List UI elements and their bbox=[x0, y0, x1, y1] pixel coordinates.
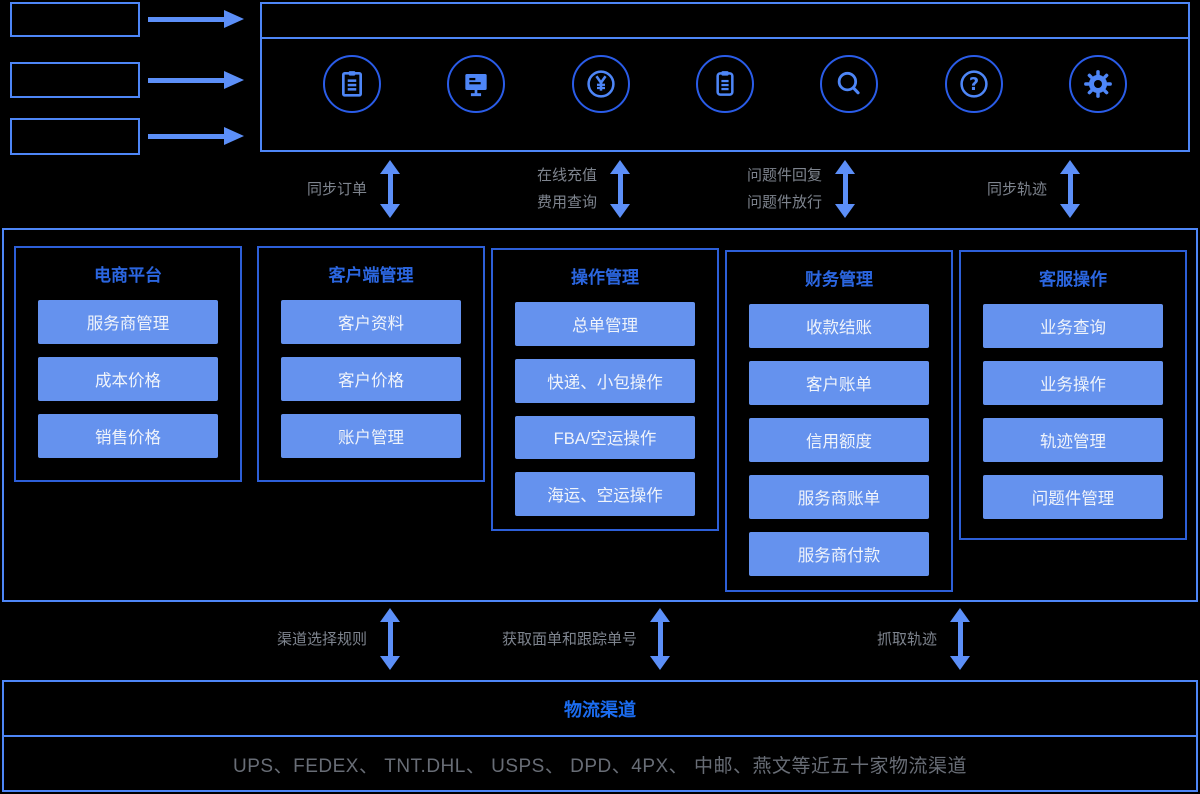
platform-box: ? bbox=[260, 2, 1190, 152]
help-icon: ? bbox=[944, 55, 1003, 113]
double-arrow-icon bbox=[607, 160, 633, 218]
module-item: 轨迹管理 bbox=[983, 418, 1163, 462]
link-label-line: 同步订单 bbox=[306, 180, 367, 198]
source-box-2 bbox=[10, 62, 140, 98]
flow-arrow-2 bbox=[148, 71, 244, 89]
link-label: 抓取轨迹 bbox=[877, 626, 937, 653]
platform-icon-row: ? bbox=[262, 55, 1188, 136]
module-title: 客户端管理 bbox=[328, 266, 414, 285]
module-item: 业务操作 bbox=[983, 361, 1163, 405]
module-item: 服务商付款 bbox=[749, 532, 929, 576]
module-item: 客户账单 bbox=[749, 361, 929, 405]
platform-title bbox=[262, 4, 1188, 39]
platform-feature-terminal bbox=[414, 55, 538, 136]
logistics-channels-box: 物流渠道 UPS、FEDEX、 TNT.DHL、 USPS、 DPD、4PX、 … bbox=[2, 680, 1198, 792]
management-box: 电商平台 服务商管理 成本价格 销售价格 客户端管理 客户资料 客户价格 账户管… bbox=[2, 228, 1198, 602]
module-item: 快递、小包操作 bbox=[515, 358, 695, 403]
link-labels-tracking-numbers: 获取面单和跟踪单号 bbox=[502, 608, 673, 670]
module-item: 销售价格 bbox=[38, 414, 218, 458]
monitor-icon bbox=[447, 55, 506, 113]
platform-feature-help: ? bbox=[911, 55, 1035, 136]
module-customer-service: 客服操作 业务查询 业务操作 轨迹管理 问题件管理 bbox=[959, 250, 1187, 540]
module-item: 信用额度 bbox=[749, 418, 929, 462]
clipboard-icon bbox=[695, 55, 754, 113]
module-title: 客服操作 bbox=[1039, 270, 1107, 289]
module-item: 客户资料 bbox=[281, 300, 461, 344]
double-arrow-icon bbox=[1057, 160, 1083, 218]
module-item: 成本价格 bbox=[38, 357, 218, 401]
link-label-line: 问题件回复 bbox=[746, 167, 822, 184]
link-label-line: 渠道选择规则 bbox=[276, 630, 367, 648]
link-label-line: 费用查询 bbox=[536, 194, 597, 211]
currency-yuan-icon bbox=[571, 55, 630, 113]
module-item: 账户管理 bbox=[281, 414, 461, 458]
double-arrow-icon bbox=[947, 608, 973, 670]
module-item: 问题件管理 bbox=[983, 475, 1163, 519]
double-arrow-icon bbox=[832, 160, 858, 218]
link-recharge-fees: 在线充值 费用查询 bbox=[537, 160, 633, 218]
double-arrow-icon bbox=[377, 160, 403, 218]
search-icon bbox=[820, 55, 879, 113]
svg-text:?: ? bbox=[969, 75, 979, 95]
module-item: 服务商账单 bbox=[749, 475, 929, 519]
platform-feature-search bbox=[787, 55, 911, 136]
logistics-channels-title: 物流渠道 bbox=[4, 682, 1196, 737]
source-box-3 bbox=[10, 118, 140, 155]
link-label: 在线充值 费用查询 bbox=[537, 162, 597, 216]
link-label: 问题件回复 问题件放行 bbox=[747, 162, 822, 216]
link-label-line: 在线充值 bbox=[536, 167, 597, 184]
platform-feature-problem-items bbox=[663, 55, 787, 136]
link-sync-tracking: 同步轨迹 bbox=[987, 160, 1083, 218]
module-title: 财务管理 bbox=[805, 270, 873, 289]
link-label: 同步订单 bbox=[307, 176, 367, 203]
module-item: 海运、空运操作 bbox=[515, 472, 695, 516]
link-label: 同步轨迹 bbox=[987, 176, 1047, 203]
module-title: 操作管理 bbox=[571, 268, 639, 287]
module-ecommerce-platform: 电商平台 服务商管理 成本价格 销售价格 bbox=[14, 246, 242, 482]
link-label-line: 同步轨迹 bbox=[986, 180, 1047, 198]
source-box-1 bbox=[10, 2, 140, 37]
link-label: 渠道选择规则 bbox=[277, 626, 367, 653]
flow-arrow-3 bbox=[148, 127, 244, 145]
order-document-icon bbox=[323, 55, 382, 113]
link-fetch-tracking: 抓取轨迹 bbox=[877, 608, 973, 670]
link-channel-rules: 渠道选择规则 bbox=[277, 608, 403, 670]
module-title: 电商平台 bbox=[94, 266, 162, 285]
module-item: 收款结账 bbox=[749, 304, 929, 348]
module-item: 服务商管理 bbox=[38, 300, 218, 344]
arrow-shaft bbox=[148, 77, 224, 83]
platform-feature-recharge bbox=[539, 55, 663, 136]
link-label-line: 抓取轨迹 bbox=[876, 630, 937, 648]
module-item: 业务查询 bbox=[983, 304, 1163, 348]
module-item: 客户价格 bbox=[281, 357, 461, 401]
arrow-shaft bbox=[148, 133, 224, 139]
arrow-head bbox=[224, 71, 244, 89]
flow-arrow-1 bbox=[148, 10, 244, 28]
link-label: 获取面单和跟踪单号 bbox=[502, 626, 637, 653]
module-client-management: 客户端管理 客户资料 客户价格 账户管理 bbox=[257, 246, 485, 482]
double-arrow-icon bbox=[377, 608, 403, 670]
link-sync-orders: 同步订单 bbox=[307, 160, 403, 218]
link-problem-items: 问题件回复 问题件放行 bbox=[747, 160, 858, 218]
logistics-carriers-list: UPS、FEDEX、 TNT.DHL、 USPS、 DPD、4PX、 中邮、燕文… bbox=[233, 756, 967, 777]
module-finance-management: 财务管理 收款结账 客户账单 信用额度 服务商账单 服务商付款 bbox=[725, 250, 953, 592]
platform-feature-orders bbox=[290, 55, 414, 136]
arrow-head bbox=[224, 127, 244, 145]
arrow-shaft bbox=[148, 16, 224, 22]
link-label-line: 问题件放行 bbox=[746, 194, 822, 211]
arrow-head bbox=[224, 10, 244, 28]
double-arrow-icon bbox=[647, 608, 673, 670]
module-item: 总单管理 bbox=[515, 302, 695, 346]
gear-icon bbox=[1068, 55, 1127, 113]
platform-feature-settings bbox=[1036, 55, 1160, 136]
module-operations-management: 操作管理 总单管理 快递、小包操作 FBA/空运操作 海运、空运操作 bbox=[491, 248, 719, 531]
link-label-line: 获取面单和跟踪单号 bbox=[501, 630, 637, 648]
module-item: FBA/空运操作 bbox=[515, 415, 695, 460]
